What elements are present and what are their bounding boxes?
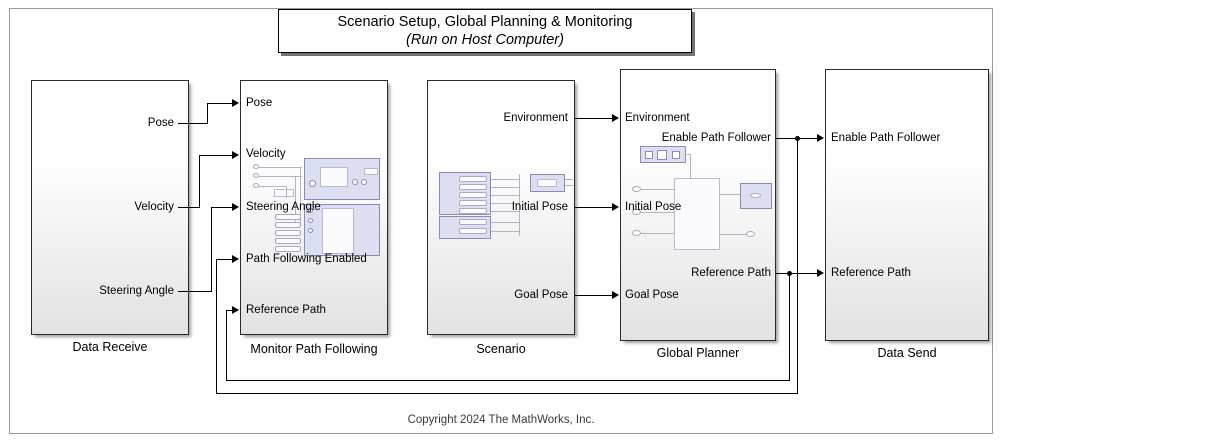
wire-steering [178,291,212,292]
port-in-steering-angle: Steering Angle [246,201,321,213]
block-label-data-send: Data Send [877,346,937,360]
port-out-steering-angle: Steering Angle [99,285,174,297]
wire-goal-pose [575,295,613,296]
wire-fb-refpath-v2 [226,310,227,381]
port-in-goal-pose: Goal Pose [625,289,679,301]
arrow-velocity [232,150,239,159]
port-out-velocity: Velocity [134,201,174,213]
thumbnail-scenario [437,172,573,240]
thumbnail-monitor-path-following [252,158,380,256]
block-label-scenario: Scenario [476,342,526,356]
title-line-2: (Run on Host Computer) [406,32,564,48]
wire-pose [178,123,208,124]
thumbnail-global-planner [632,146,772,254]
port-out-reference-path: Reference Path [691,267,771,279]
port-in-pose: Pose [246,97,273,109]
title-line-1: Scenario Setup, Global Planning & Monito… [337,14,633,30]
block-label-data-receive: Data Receive [72,340,148,354]
arrow-initial-pose [612,202,619,211]
wire-fb-enable-v2 [216,259,217,394]
port-out-environment: Environment [503,112,568,124]
block-data-send[interactable] [825,69,989,341]
port-in-velocity: Velocity [246,148,286,160]
wire-velocity-b [199,155,234,156]
wire-steering-v [211,207,212,292]
copyright-notice: Copyright 2024 The MathWorks, Inc. [407,414,595,426]
wire-velocity [178,207,200,208]
arrow-steering [232,202,239,211]
wire-steering-b [211,207,234,208]
wire-initial-pose [575,207,613,208]
block-label-monitor-path-following: Monitor Path Following [250,342,378,356]
port-out-pose: Pose [147,117,174,129]
block-label-global-planner: Global Planner [656,346,740,360]
port-in-initial-pose: Initial Pose [625,201,682,213]
wire-pose-b [207,103,234,104]
wire-fb-refpath-v1 [789,273,790,381]
wire-velocity-v [199,155,200,208]
wire-pose-v [207,103,208,124]
port-out-goal-pose: Goal Pose [514,289,568,301]
port-in-environment: Environment [625,112,690,124]
port-in-reference-path: Reference Path [246,304,326,316]
arrow-goal-pose [612,290,619,299]
arrow-pose [232,98,239,107]
arrow-reference-path [817,268,824,277]
wire-fb-enable-v1 [797,138,798,394]
port-out-enable-path-follower: Enable Path Follower [661,132,771,144]
wire-fb-enable-h [216,393,798,394]
port-in-reference-path: Reference Path [831,267,911,279]
wire-fb-refpath-h [226,380,790,381]
port-out-initial-pose: Initial Pose [511,201,568,213]
arrow-environment [612,113,619,122]
title-annotation[interactable]: Scenario Setup, Global Planning & Monito… [278,9,692,53]
wire-fb-enable-h2 [216,259,234,260]
arrow-reference-path-in [232,305,239,314]
block-data-receive[interactable] [31,80,189,335]
port-in-path-following-enabled: Path Following Enabled [246,253,367,265]
arrow-enable-path-follower [817,133,824,142]
wire-environment [575,118,613,119]
port-in-enable-path-follower: Enable Path Follower [831,132,941,144]
arrow-path-following-enabled [232,254,239,263]
wire-fb-refpath-h2 [226,310,234,311]
